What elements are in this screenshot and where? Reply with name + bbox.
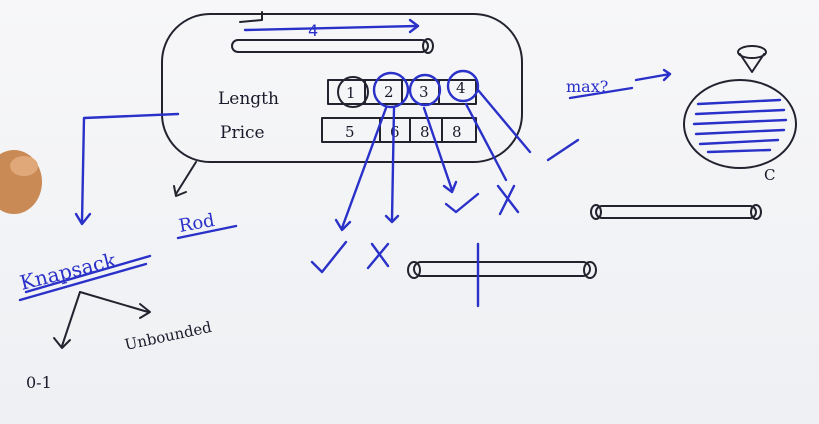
- check-mark: [444, 192, 480, 214]
- price-array: [321, 117, 477, 143]
- price-cell-2: 6: [390, 123, 400, 141]
- rod-length-label: 4: [308, 21, 318, 40]
- length-cell-2: 2: [384, 83, 394, 101]
- rod-drawing: [231, 39, 429, 53]
- length-cell-3: 3: [419, 83, 429, 101]
- price-cell-4: 8: [452, 123, 462, 141]
- knapsack-word: Knapsack: [17, 248, 119, 295]
- zero-one-label: 0-1: [26, 373, 52, 392]
- rod-word: Rod: [177, 210, 216, 237]
- unbounded-label: Unbounded: [123, 318, 214, 354]
- length-row-label: Length: [218, 89, 279, 109]
- rod-drawing: [595, 205, 757, 219]
- money-bag: [683, 79, 797, 169]
- price-cell-3: 8: [420, 123, 430, 141]
- rod-drawing: [413, 261, 591, 277]
- check-mark: [310, 240, 348, 274]
- length-cell-1: 1: [346, 84, 356, 102]
- price-cell-1: 5: [345, 123, 355, 141]
- max-note: max?: [566, 77, 608, 96]
- problem-frame: [161, 13, 523, 163]
- length-cell-4: 4: [456, 79, 466, 97]
- price-row-label: Price: [220, 123, 265, 143]
- cross-mark: [366, 242, 390, 270]
- cross-mark: [496, 184, 520, 216]
- bag-label: C: [764, 166, 775, 184]
